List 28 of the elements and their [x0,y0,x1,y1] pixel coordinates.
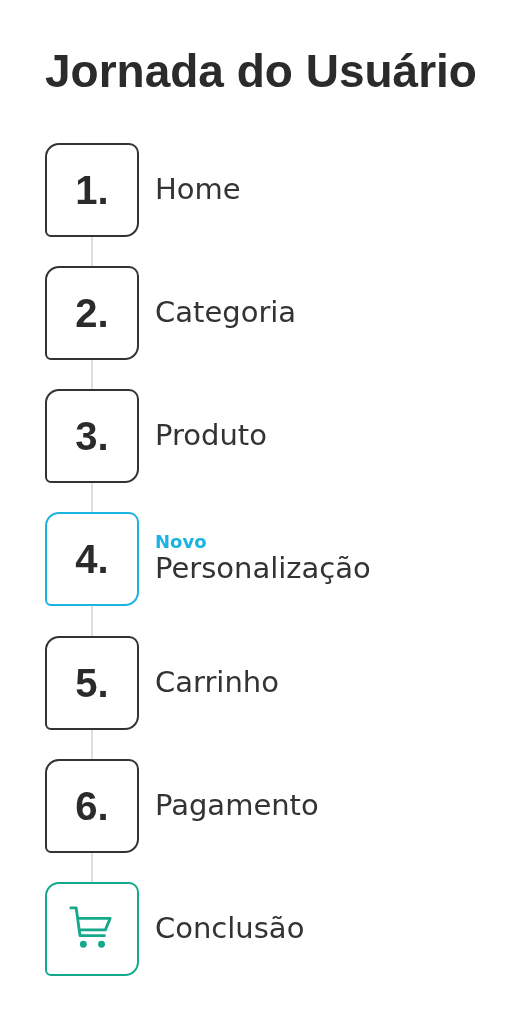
step-box [45,882,139,976]
step-label: Home [155,173,241,207]
connector-line [91,852,93,883]
step-label: Categoria [155,296,297,330]
connector-line [91,482,93,513]
connector-line [91,236,93,267]
step-number: 5. [75,663,109,703]
step-label: Produto [155,419,267,453]
diagram-title: Jornada do Usuário [45,45,477,98]
step-number: 4. [75,539,109,579]
step-box [45,266,139,360]
connector-line [91,359,93,390]
new-label: Novo [155,532,207,553]
step-label: Pagamento [155,789,319,823]
connector-line [91,605,93,637]
step-number: 2. [75,293,109,333]
step-box [45,759,139,853]
step-label: Personalização [155,552,371,586]
step-number: 6. [75,786,109,826]
step-label: Carrinho [155,666,279,700]
step-box [45,512,139,606]
step-box [45,143,139,237]
connector-line [91,729,93,760]
step-box [45,389,139,483]
step-number: 1. [75,170,109,210]
step-box [45,636,139,730]
step-label: Conclusão [155,912,305,946]
step-number: 3. [75,416,109,456]
